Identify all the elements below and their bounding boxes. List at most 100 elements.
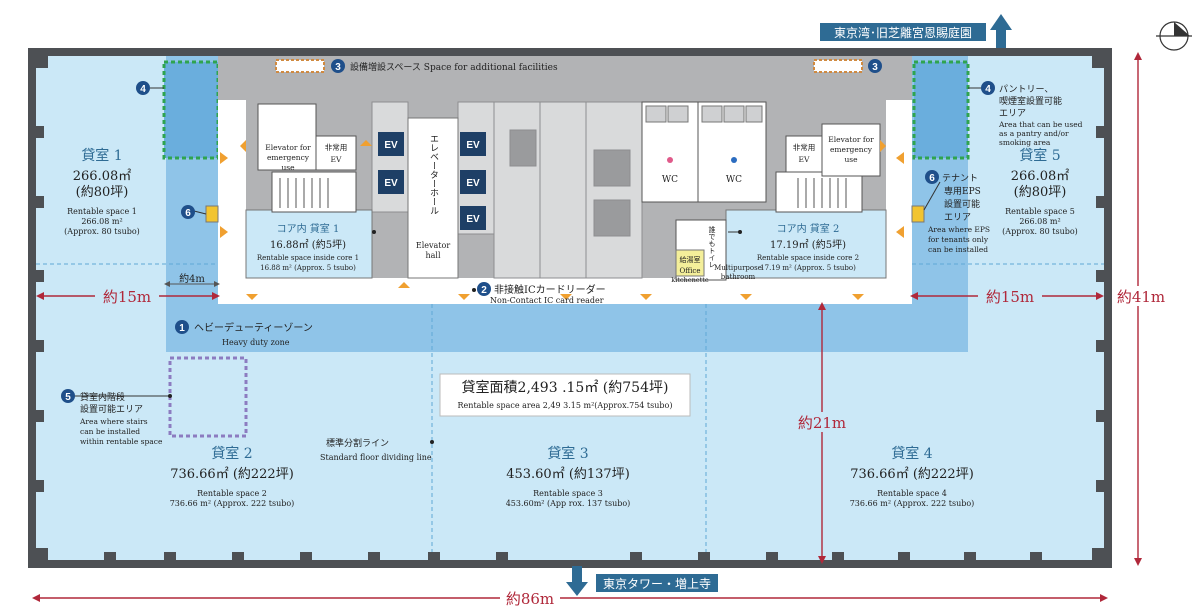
female-icon	[667, 157, 673, 163]
additional-facilities-right	[813, 59, 863, 73]
badge-3-right: 3	[868, 59, 882, 73]
office-en1: Office	[679, 267, 700, 275]
pantry-en3: smoking area	[999, 138, 1051, 147]
emerg-right-jp2: EV	[799, 155, 810, 164]
badge-4-right: 4	[981, 81, 995, 95]
ev-label-4: EV	[466, 178, 480, 189]
additional-facilities-text: 設備増設スペース Space for additional facilities	[350, 61, 558, 73]
room5-tsubo: (約80坪)	[1014, 185, 1067, 200]
total-area-box	[439, 373, 691, 417]
room1-title: 貸室 1	[81, 147, 122, 164]
svg-text:6: 6	[929, 173, 935, 184]
badge-3-left: 3	[331, 59, 345, 73]
dim-left-depth: 約15m	[103, 288, 151, 306]
room5-en2: 266.08 m²	[1019, 217, 1060, 226]
stairs-en2: can be installed	[80, 427, 140, 436]
office-en2: kitchenette	[671, 276, 709, 284]
pantry-area-left	[162, 60, 220, 160]
multipurpose-en2: bathroom	[721, 273, 756, 281]
eps-en2: for tenants only	[928, 235, 989, 244]
room2-title: 貸室 2	[211, 445, 252, 462]
svg-text:4: 4	[140, 84, 146, 95]
emerg-left-en2: emergency	[267, 153, 310, 162]
ev-label-5: EV	[466, 214, 480, 225]
wc-women-label: WC	[662, 175, 678, 185]
svg-text:1: 1	[179, 323, 185, 334]
multipurpose-jp: 誰でもトイレ	[708, 225, 716, 268]
room3-title: 貸室 3	[547, 445, 588, 462]
room4-title: 貸室 4	[891, 445, 932, 462]
room2-en2: 736.66 m² (Approx. 222 tsubo)	[170, 499, 295, 508]
room4-area: 736.66㎡ (約222坪)	[850, 467, 974, 482]
emerg-left-jp2: EV	[331, 155, 342, 164]
eps-jp4: エリア	[944, 213, 971, 223]
total-area-jp: 貸室面積2,493 .15㎡ (約754坪)	[462, 379, 669, 396]
core1-area: 16.88㎡ (約5坪)	[270, 238, 346, 251]
eps-en3: can be installed	[928, 245, 988, 254]
room5-en3: (Approx. 80 tsubo)	[1002, 227, 1078, 236]
core1-title: コア内 貸室 1	[277, 222, 340, 235]
eps-jp3: 設置可能	[944, 198, 980, 210]
room4-en1: Rentable space 4	[877, 489, 947, 498]
dim-right-depth: 約15m	[986, 288, 1034, 306]
emergency-ev-room-right	[821, 123, 881, 177]
emerg-right-en1: Elevator for	[828, 135, 874, 144]
dividing-line-jp: 標準分割ライン	[326, 437, 389, 449]
north-compass-icon	[1156, 21, 1192, 51]
eps-jp1: テナント	[942, 173, 978, 184]
badge-4-left: 4	[136, 81, 150, 95]
ev-hall-en2: hall	[425, 251, 440, 260]
total-area-en: Rentable space area 2,49 3.15 m²(Approx.…	[458, 401, 673, 410]
pantry-en2: as a pantry and/or	[999, 129, 1069, 138]
room1-tsubo: (約80坪)	[76, 185, 129, 200]
heavy-duty-en: Heavy duty zone	[222, 338, 290, 347]
dim-edge-width: 約4m	[179, 272, 205, 285]
room1-en1: Rentable space 1	[67, 207, 137, 216]
room4-en2: 736.66 m² (Approx. 222 tsubo)	[850, 499, 975, 508]
room2-en1: Rentable space 2	[197, 489, 267, 498]
svg-text:4: 4	[985, 84, 991, 95]
pantry-jp1: パントリー、	[999, 84, 1053, 95]
stairs-en1: Area where stairs	[79, 417, 148, 426]
dim-total-height: 約41m	[1117, 288, 1165, 306]
additional-facilities-left	[275, 59, 325, 73]
pantry-jp3: エリア	[999, 109, 1026, 119]
core-room-1	[245, 209, 373, 279]
emerg-right-jp1: 非常用	[793, 142, 816, 152]
ev-label-1: EV	[384, 140, 398, 151]
wc-men-label: WC	[726, 175, 742, 185]
core-room-2	[725, 209, 887, 279]
eps-left	[205, 205, 219, 223]
ev-label-3: EV	[466, 140, 480, 151]
svg-text:5: 5	[65, 392, 71, 403]
office-jp: 給湯室	[680, 255, 701, 264]
core2-area: 17.19㎡ (約5坪)	[770, 238, 846, 251]
eps-jp2: 専用EPS	[944, 185, 981, 197]
stairs-right	[775, 171, 863, 213]
room1-en3: (Approx. 80 tsubo)	[64, 227, 140, 236]
eps-right	[911, 205, 925, 223]
ev-hall-en1: Elevator	[416, 241, 450, 250]
stairs-jp2: 設置可能エリア	[80, 403, 143, 415]
elevator-hall	[407, 117, 459, 279]
dim-core-depth: 約21m	[798, 414, 846, 432]
emerg-right-en3: use	[844, 155, 858, 164]
structural-columns	[36, 56, 1104, 560]
ic-reader-en: Non-Contact IC card reader	[490, 296, 604, 305]
pantry-jp2: 喫煙室設置可能	[999, 95, 1062, 107]
direction-top-label: 東京湾･旧芝離宮恩賜庭園	[834, 25, 972, 40]
svg-text:3: 3	[872, 62, 878, 73]
dim-total-width: 約86m	[506, 590, 554, 607]
arrow-up-icon	[990, 14, 1012, 30]
emerg-left-en1: Elevator for	[265, 143, 311, 152]
pantry-en1: Area that can be used	[998, 120, 1083, 129]
core1-en1: Rentable space inside core 1	[257, 254, 359, 262]
svg-text:3: 3	[335, 62, 341, 73]
core2-en2: 17.19 m² (Approx. 5 tsubo)	[760, 264, 856, 272]
room5-area: 266.08㎡	[1011, 169, 1070, 184]
room5-title: 貸室 5	[1019, 147, 1060, 164]
pantry-area-right	[912, 60, 970, 160]
heavy-duty-jp: ヘビーデューティーゾーン	[194, 321, 313, 334]
stairs-jp1: 貸室内階段	[80, 391, 125, 403]
